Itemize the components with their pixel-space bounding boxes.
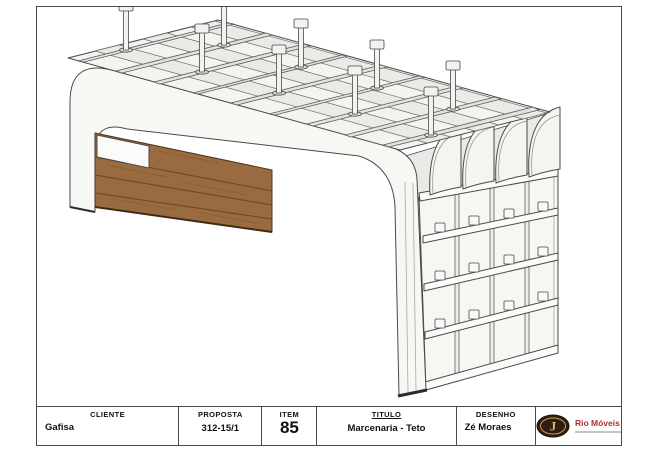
deck-bolts xyxy=(118,7,461,138)
company-logo: J Rio Móveis xyxy=(536,407,621,445)
titulo-label: TITULO xyxy=(371,410,402,419)
title-block-item: ITEM 85 xyxy=(262,407,318,445)
title-block: CLIENTE Gafisa PROPOSTA 312-15/1 ITEM 85… xyxy=(37,406,621,445)
duct-cowls xyxy=(429,106,561,196)
desenho-label: DESENHO xyxy=(475,410,516,419)
drawing-area xyxy=(37,7,621,407)
title-block-desenho: DESENHO Zé Moraes xyxy=(457,407,536,445)
proposta-label: PROPOSTA xyxy=(197,410,243,419)
drawing-sheet: CLIENTE Gafisa PROPOSTA 312-15/1 ITEM 85… xyxy=(36,6,622,446)
title-block-logo: J Rio Móveis xyxy=(536,407,621,445)
wood-panel-cutout xyxy=(96,134,150,169)
desenho-value: Zé Moraes xyxy=(464,422,512,433)
right-slatted-wall xyxy=(418,167,559,391)
logo-oval-icon: J xyxy=(536,414,570,438)
deck-cross-ribs xyxy=(77,22,540,148)
proposta-value: 312-15/1 xyxy=(201,423,240,434)
cliente-label: CLIENTE xyxy=(90,410,126,419)
title-block-proposta: PROPOSTA 312-15/1 xyxy=(179,407,263,445)
item-value: 85 xyxy=(279,418,299,437)
item-label: ITEM xyxy=(279,410,300,419)
technical-drawing-3d-teto xyxy=(67,7,561,398)
logo-tagline-bar xyxy=(574,430,621,433)
title-block-cliente: CLIENTE Gafisa xyxy=(37,407,180,445)
wood-panel xyxy=(94,132,273,233)
right-leg-base-edge xyxy=(397,388,428,398)
title-block-titulo: TITULO Marcenaria - Teto xyxy=(317,407,457,445)
logo-brand-text: Rio Móveis xyxy=(574,418,620,429)
logo-monogram: J xyxy=(550,419,557,434)
cliente-value: Gafisa xyxy=(45,422,75,433)
left-leg-base-edge xyxy=(69,206,96,213)
titulo-value: Marcenaria - Teto xyxy=(347,423,426,434)
